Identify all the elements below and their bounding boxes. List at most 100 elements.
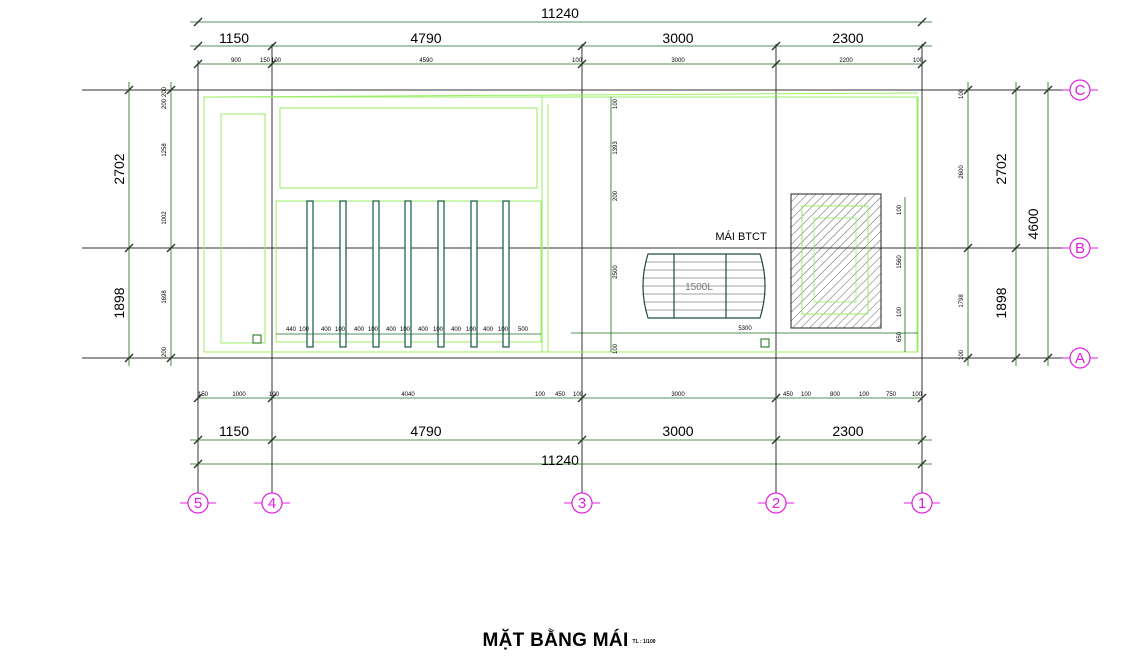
tank-dim: 650: [897, 331, 903, 342]
grid-tag-row-a-label: A: [1075, 350, 1085, 367]
left-inner-dim: 1002: [162, 211, 168, 225]
bottom-sub-dim: 100: [912, 392, 923, 398]
dim-tick: [1011, 353, 1021, 363]
dim-tick: [917, 41, 927, 51]
top-span-dim-3: 3000: [662, 30, 693, 46]
right-total-dim: 4600: [1025, 208, 1041, 239]
top-sub-dim: 100: [271, 58, 282, 64]
grid-tag-row-b-bubble: [1069, 237, 1091, 259]
dim-tick: [124, 353, 134, 363]
top-sub-dim: 100: [913, 58, 924, 64]
left-inner-dim: 1698: [162, 290, 168, 304]
joist-dim: 500: [518, 327, 529, 333]
mid-dim: 100: [613, 98, 619, 109]
dim-tick: [963, 85, 973, 95]
joist-dim: 100: [433, 327, 444, 333]
dim-tick: [917, 435, 927, 445]
bottom-sub-dim: 4040: [401, 392, 415, 398]
dim-tick: [963, 243, 973, 253]
top-sub-dim: 4590: [419, 58, 433, 64]
top-sub-dim: 900: [231, 58, 242, 64]
grid-tag-col-2-label: 2: [772, 495, 780, 512]
right-inner-dim: 100: [959, 349, 965, 360]
dim-tick: [1043, 85, 1053, 95]
bottom-sub-dim: 150: [198, 392, 209, 398]
dim-tick: [166, 243, 176, 253]
bottom-sub-dim: 450: [555, 392, 566, 398]
drain-left: [252, 334, 262, 344]
left-inner-dim: 1258: [162, 143, 168, 157]
roof-joist: [306, 200, 314, 348]
grid-lines: [82, 44, 1068, 496]
dimension-ticks: [124, 17, 1053, 469]
slope-line: [209, 92, 919, 98]
grid-tag-col-4-bubble: [261, 492, 283, 514]
left-inner-dim: 200: [162, 98, 168, 109]
bottom-sub-dim: 450: [783, 392, 794, 398]
dim-tick: [1043, 353, 1053, 363]
bottom-span-dim-1: 1150: [219, 423, 249, 439]
dim-tick: [771, 435, 781, 445]
grid-tag-row-b-label: B: [1075, 240, 1085, 257]
tank-dim: 100: [897, 204, 903, 215]
dim-tick: [1011, 243, 1021, 253]
roof-joist: [437, 200, 445, 348]
joist-dim: 100: [400, 327, 411, 333]
top-sub-dim: 100: [572, 58, 583, 64]
bottom-sub-dim: 800: [830, 392, 841, 398]
bottom-span-dim-2: 4790: [410, 423, 441, 439]
water-tank: [642, 253, 766, 319]
bottom-total-dim: 11240: [541, 452, 579, 468]
tank-capacity-label: 1500L: [685, 282, 713, 293]
dim-tick: [917, 59, 927, 69]
grid-tag-row-c-label: C: [1075, 82, 1086, 99]
dim-tick: [267, 59, 277, 69]
mid-dim: 2500: [613, 265, 619, 279]
top-span-dim-2: 4790: [410, 30, 441, 46]
bottom-sub-dim: 3000: [671, 392, 685, 398]
front-panel: [279, 107, 538, 189]
dim-tick: [193, 459, 203, 469]
dim-tick: [193, 435, 203, 445]
dim-tick: [577, 41, 587, 51]
dim-tick: [917, 459, 927, 469]
tank-dim: 1560: [897, 255, 903, 269]
left-outer-dim-1: 2702: [111, 153, 127, 184]
dim-tick: [917, 393, 927, 403]
joist-dim: 100: [498, 327, 509, 333]
joist-dim: 400: [386, 327, 397, 333]
joist-dim: 400: [451, 327, 462, 333]
grid-tag-col-5-bubble: [187, 492, 209, 514]
joist-dim: 400: [483, 327, 494, 333]
bottom-sub-dim: 100: [801, 392, 812, 398]
dim-tick: [577, 435, 587, 445]
drawing-title: MẶT BẰNG MÁI: [482, 630, 629, 651]
roof-slab-label: MÁI BTCT: [715, 230, 767, 243]
joist-dim: 100: [335, 327, 346, 333]
dim-tick: [193, 59, 203, 69]
joist-dim: 440: [286, 327, 297, 333]
mid-dim: 200: [613, 190, 619, 201]
left-inner-dim: 200: [162, 86, 168, 97]
tank-dim: 100: [897, 306, 903, 317]
joist-dim: 100: [466, 327, 477, 333]
grid-tag-col-4-label: 4: [268, 495, 276, 512]
dim-tick: [267, 435, 277, 445]
grid-tag-row-a-bubble: [1069, 347, 1091, 369]
grid-tag-col-1-label: 1: [918, 495, 926, 512]
grid-tag-col-1-bubble: [911, 492, 933, 514]
bottom-sub-dim: 750: [886, 392, 897, 398]
joist-dim: 100: [368, 327, 379, 333]
hatched-block: [790, 193, 882, 329]
roof-joist: [470, 200, 478, 348]
right-outer-dim-1: 2702: [993, 153, 1009, 184]
mid-dim: 1393: [613, 141, 619, 155]
dim-tick: [577, 59, 587, 69]
roof-joist: [339, 200, 347, 348]
bottom-sub-dim: 100: [859, 392, 870, 398]
dim-tick: [166, 85, 176, 95]
dim-tick: [267, 41, 277, 51]
drawing-scale: TL : 1/100: [632, 638, 656, 645]
